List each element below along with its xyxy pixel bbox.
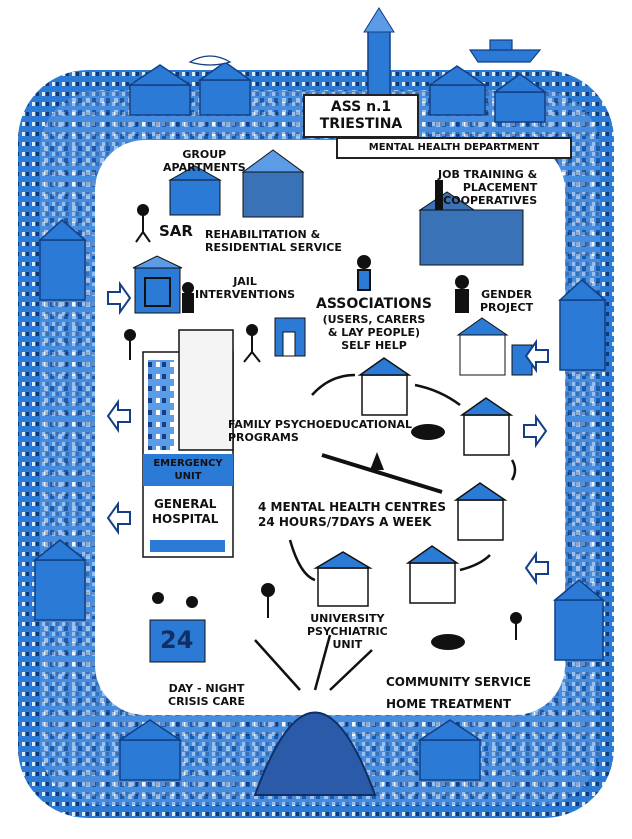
home-treatment-label: HOME TREATMENT: [386, 697, 512, 711]
job-training-factory-icon: [418, 180, 524, 266]
rehab-label: REHABILITATION &RESIDENTIAL SERVICE: [205, 228, 342, 254]
department-box: MENTAL HEALTH DEPARTMENT: [336, 137, 572, 159]
person-figure-icon: [124, 204, 522, 640]
car-icon: [411, 424, 465, 650]
sar-label: SAR: [159, 222, 193, 240]
community-service-label: COMMUNITY SERVICE: [386, 675, 532, 689]
service-flow-arrows: [254, 373, 517, 691]
self-help-door-icon: [274, 317, 306, 357]
title-line-2: TRIESTINA: [319, 116, 403, 132]
title-line-1: ASS n.1: [330, 99, 392, 115]
family-seesaw-icon: [321, 452, 443, 494]
gender-project-houses-icon: [456, 317, 533, 376]
jail-building-icon: [132, 255, 183, 314]
crisis-24-number: 24: [160, 626, 194, 654]
residence-building-icon: [241, 149, 305, 218]
title-box: ASS n.1 TRIESTINA: [303, 94, 419, 138]
mental-health-centre-icon: [313, 357, 514, 607]
group-apartments-house-icon: [168, 165, 222, 216]
crisis-care-24-icon: [149, 592, 206, 663]
side-arrows: [106, 280, 549, 586]
associations-label: ASSOCIATIONS (USERS, CARERS& LAY PEOPLE)…: [316, 296, 432, 352]
